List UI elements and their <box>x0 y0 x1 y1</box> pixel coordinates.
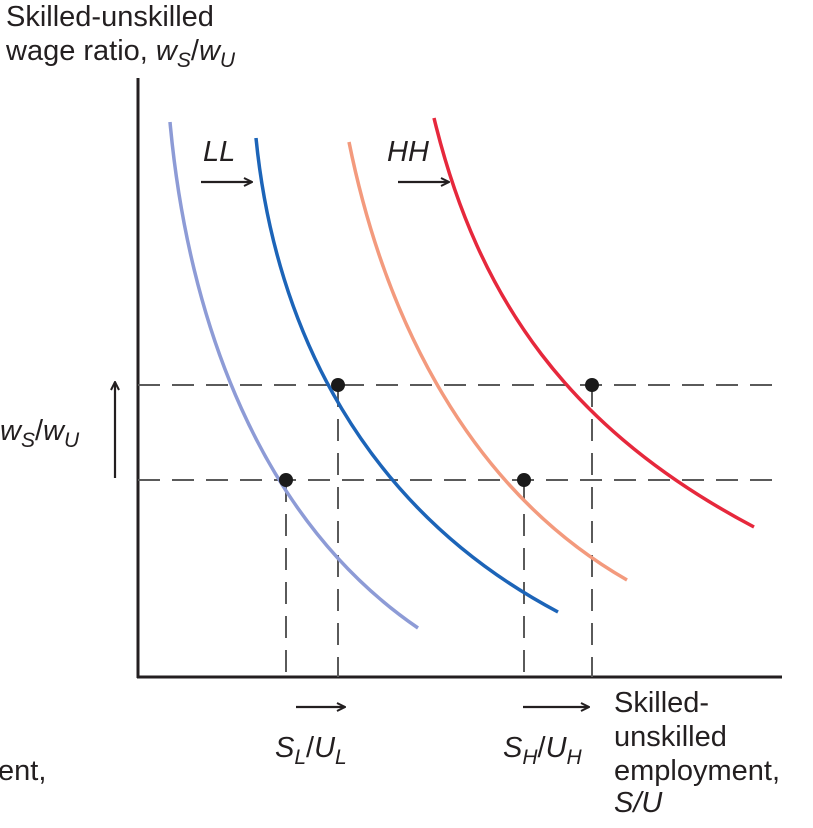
curve-high-salmon <box>347 141 628 582</box>
tick-label-sh-uh: SH/UH <box>503 732 583 769</box>
point-low-lower <box>279 473 293 487</box>
x-axis-label-line1: Skilled- <box>614 687 709 719</box>
curve-label-ll: LL <box>203 136 235 168</box>
clipped-left-text: ent, <box>0 755 46 787</box>
y-axis-label-line2: wage ratio, wS/wU <box>5 35 236 72</box>
curve-high-red <box>432 117 755 529</box>
x-axis-label-line3: employment, <box>614 755 780 787</box>
wage-shift-label: wS/wU <box>0 415 80 452</box>
x-axis-label-line2: unskilled <box>614 721 727 753</box>
point-high-upper <box>585 378 599 392</box>
x-axis-label-line4: S/U <box>614 787 663 819</box>
point-high-lower <box>517 473 531 487</box>
tick-label-sl-ul: SL/UL <box>275 732 347 769</box>
y-axis-label-line1: Skilled-unskilled <box>6 1 214 33</box>
curve-label-hh: HH <box>387 136 429 168</box>
curve-low-light-blue <box>168 121 419 630</box>
point-low-upper <box>331 378 345 392</box>
curve-low-dark-blue <box>254 137 559 614</box>
